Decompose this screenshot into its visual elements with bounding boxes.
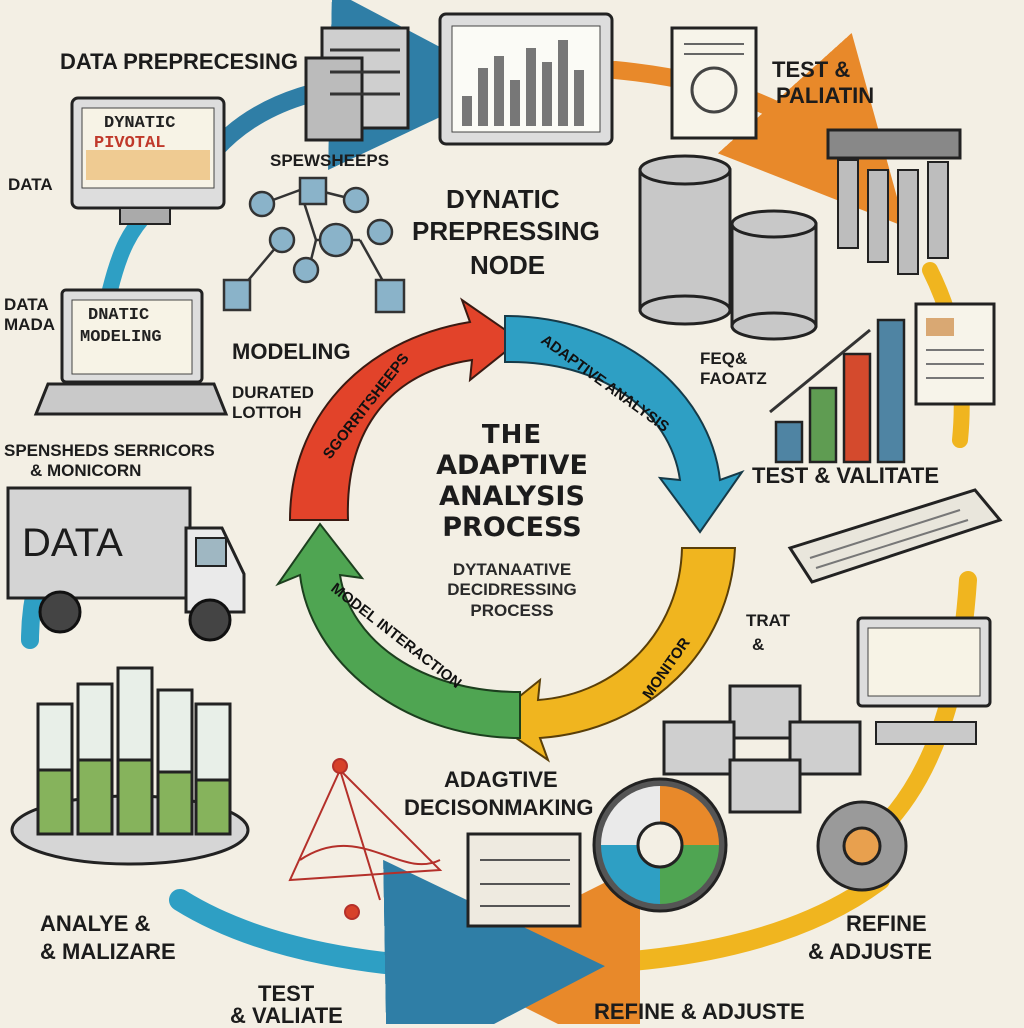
- dynatic-monitor-icon: [70, 96, 226, 225]
- cube-blocks-icon: [662, 684, 862, 814]
- center-sub-line2: DECIDRESSING: [447, 580, 577, 600]
- central-cycle: [275, 297, 745, 763]
- test-tubes-icon: [10, 666, 250, 866]
- laptop-text-2: MODELING: [80, 328, 162, 347]
- report-sheet-icon: [914, 302, 996, 406]
- center-title: THE ADAPTIVE ANALYSIS PROCESS: [392, 420, 632, 543]
- label-data-mada-1: DATA: [4, 295, 49, 314]
- center-title-line1: THE: [481, 420, 543, 450]
- label-trat-1: TRAT: [746, 611, 791, 630]
- top-monitor-icon: [438, 12, 614, 146]
- label-refine-bottom: REFINE & ADJUSTE: [594, 999, 805, 1024]
- bar-chart-icon: [769, 318, 906, 464]
- cycle-arrow-red: [288, 297, 522, 521]
- label-test-1: TEST &: [772, 57, 851, 82]
- gear-pie-chart-icon: [592, 777, 728, 913]
- label-refine-right-1: REFINE: [846, 911, 927, 936]
- label-trat-2: &: [752, 635, 765, 654]
- line-mesh-icon: [288, 758, 443, 920]
- database-cylinders-icon: [638, 154, 818, 341]
- circuit-sheet-icon: [466, 832, 582, 928]
- center-title-line3: ANALYSIS: [439, 481, 585, 512]
- label-test-2: PALIATIN: [776, 83, 875, 108]
- label-refine-right-2: & ADJUSTE: [808, 939, 932, 964]
- right-monitor-icon: [856, 616, 992, 745]
- label-spensheds-2: & MONICORN: [30, 461, 142, 480]
- label-data-preprecesing: DATA PREPRECESING: [60, 49, 298, 74]
- truck-text: DATA: [22, 521, 123, 565]
- label-durated-2: LOTTOH: [232, 403, 302, 422]
- label-dynatic-3: NODE: [470, 250, 546, 280]
- flow-arrow-bottom-left: [169, 859, 605, 1024]
- label-test-validate: TEST & VALITATE: [752, 463, 939, 488]
- label-adaptive-dm-2: DECISONMAKING: [404, 795, 594, 820]
- label-adaptive-dm-1: ADAGTIVE: [444, 767, 558, 792]
- label-data-mada-2: MADA: [4, 315, 55, 334]
- label-durated-1: DURATED: [232, 383, 314, 402]
- center-title-line2: ADAPTIVE: [436, 450, 588, 481]
- center-subtitle: DYTANAATIVE DECIDRESSING PROCESS: [400, 560, 624, 621]
- center-sub-line1: DYTANAATIVE: [452, 560, 572, 579]
- temple-columns-icon: [826, 128, 962, 275]
- laptop-icon: [33, 288, 229, 416]
- node-network-icon: [222, 176, 406, 314]
- center-sub-line3: PROCESS: [470, 600, 554, 620]
- center-title-line4: PROCESS: [442, 512, 582, 543]
- cycle-arrow-yellow: [488, 547, 737, 763]
- label-spewsheeps: SPEWSHEEPS: [270, 151, 390, 170]
- document-icon: [670, 26, 758, 140]
- laptop-text-1: DNATIC: [88, 306, 150, 325]
- label-test-bottom-2: & VALIATE: [230, 1003, 343, 1028]
- cog-gear-icon: [816, 800, 908, 892]
- label-test-bottom-1: TEST: [258, 981, 315, 1006]
- printout-keyboard-icon: [787, 488, 1003, 584]
- delivery-truck-icon: [6, 486, 246, 642]
- label-analyze-1: ANALYE &: [40, 911, 151, 936]
- server-rack-icon: [304, 26, 410, 142]
- label-dynatic-2: PREPRESSING: [412, 216, 600, 246]
- cycle-arrow-blue: [504, 314, 745, 534]
- label-spensheds-1: SPENSHEDS SERRICORS: [4, 441, 215, 460]
- label-dynatic-1: DYNATIC: [446, 184, 560, 214]
- label-analyze-2: & MALIZARE: [40, 939, 176, 964]
- cycle-arrow-green: [275, 522, 521, 740]
- label-faoatz-2: FAOATZ: [700, 369, 767, 388]
- label-data-left: DATA: [8, 175, 53, 194]
- monitor-text-1: DYNATIC: [104, 114, 176, 133]
- label-modeling: MODELING: [232, 339, 351, 364]
- monitor-text-2: PIVOTAL: [94, 134, 166, 153]
- label-faoatz-1: FEQ&: [700, 349, 748, 368]
